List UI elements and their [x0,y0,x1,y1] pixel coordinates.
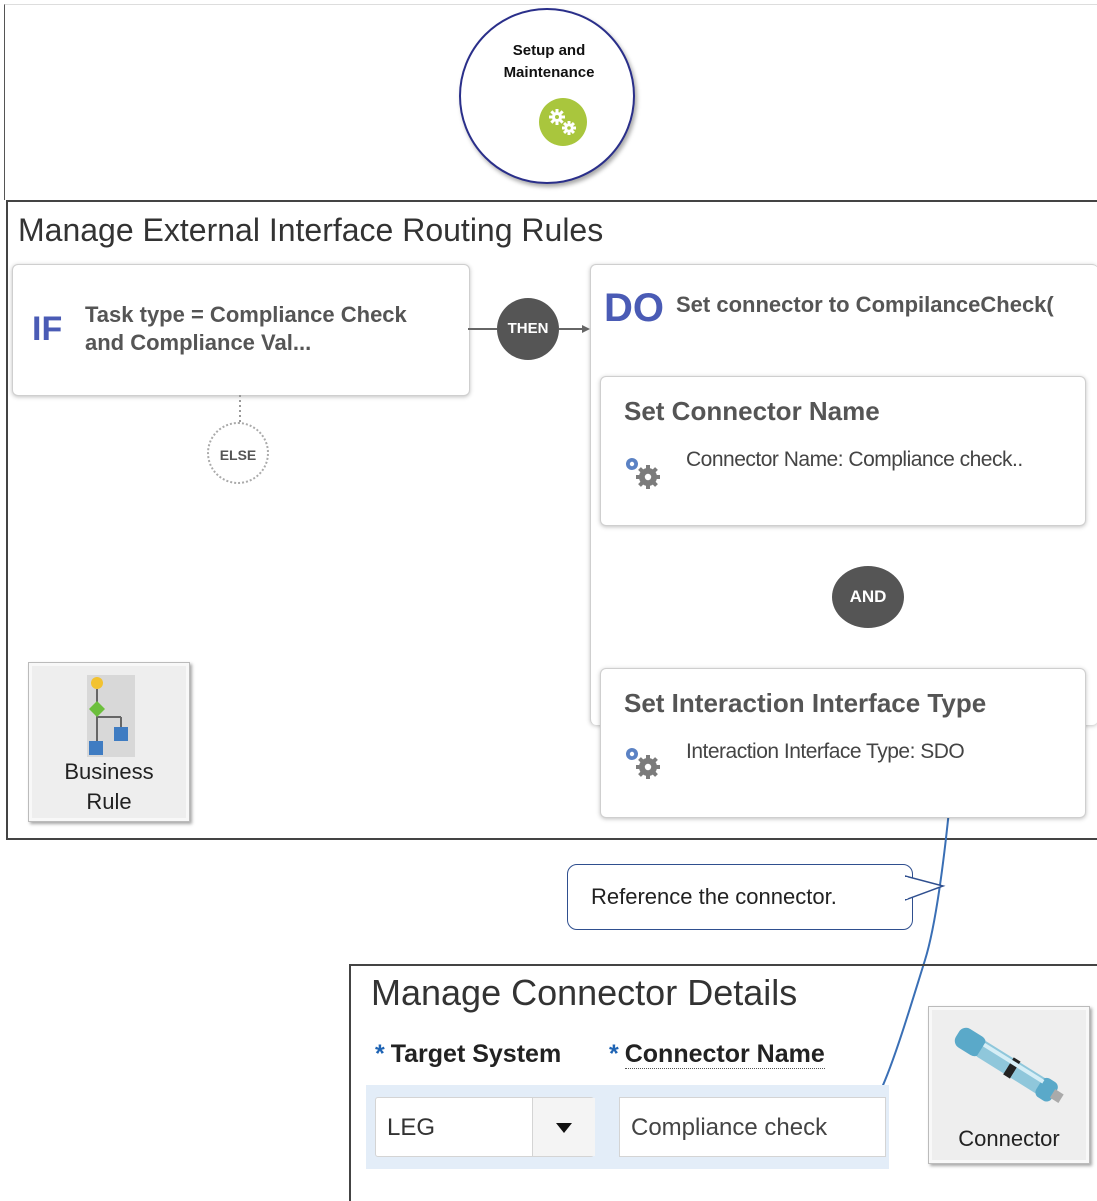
set-connector-name-title: Set Connector Name [624,396,880,426]
connector-cable-icon [943,1015,1075,1120]
gears-icon [539,98,587,146]
and-badge: AND [832,566,904,628]
do-keyword: DO [604,286,664,330]
target-system-label: *Target System [375,1040,561,1069]
callout-box [567,864,913,930]
connector-name-label-text: Connector Name [624,1040,825,1069]
top-frame [4,4,1097,200]
if-condition-line1: Task type = Compliance Check [85,302,407,327]
connector-button[interactable]: Connector [928,1006,1090,1164]
connector-name-input[interactable] [619,1097,886,1157]
do-summary: Set connector to CompilanceCheck( [676,292,1054,317]
business-rule-button[interactable]: Business Rule [28,662,190,822]
gears-icon [622,742,666,787]
setup-title-line2: Maintenance [503,64,595,81]
set-interaction-interface-type-card[interactable] [600,668,1086,818]
gears-icon [622,452,666,497]
set-interaction-interface-type-title: Set Interaction Interface Type [624,688,987,718]
business-rule-label: Business Rule [29,757,189,817]
required-marker: * [375,1040,385,1068]
business-rule-icon [81,671,141,764]
target-system-value: LEG [387,1114,436,1141]
connector-name-label: *Connector Name [609,1040,825,1069]
interaction-interface-type-detail: Interaction Interface Type: SDO [686,740,965,763]
else-badge[interactable]: ELSE [207,422,269,484]
callout-text: Reference the connector. [591,884,837,909]
routing-rules-title: Manage External Interface Routing Rules [18,212,604,248]
dropdown-button[interactable] [532,1098,595,1156]
callout-pointer [905,875,946,901]
setup-and-maintenance-tile[interactable]: Setup and Maintenance [459,8,635,184]
chevron-down-icon [556,1123,572,1133]
required-marker: * [609,1040,619,1068]
connector-name-value: Compliance check [631,1114,828,1141]
if-keyword: IF [32,310,63,348]
setup-title: Setup and Maintenance [461,40,637,84]
if-condition-line2: and Compliance Val... [85,330,312,355]
connector-button-label: Connector [958,1126,1060,1151]
target-system-label-text: Target System [390,1040,562,1068]
connector-details-title: Manage Connector Details [371,972,798,1013]
business-rule-label-line2: Rule [86,789,132,814]
setup-title-line1: Setup and [512,42,586,59]
if-condition-text: Task type = Compliance Check and Complia… [85,301,407,357]
connector-name-detail: Connector Name: Compliance check.. [686,448,1023,471]
then-badge: THEN [497,298,559,360]
set-connector-name-card[interactable] [600,376,1086,526]
connector-details-panel [349,964,1097,1201]
business-rule-label-line1: Business [64,759,154,784]
if-condition-card[interactable] [12,264,470,396]
